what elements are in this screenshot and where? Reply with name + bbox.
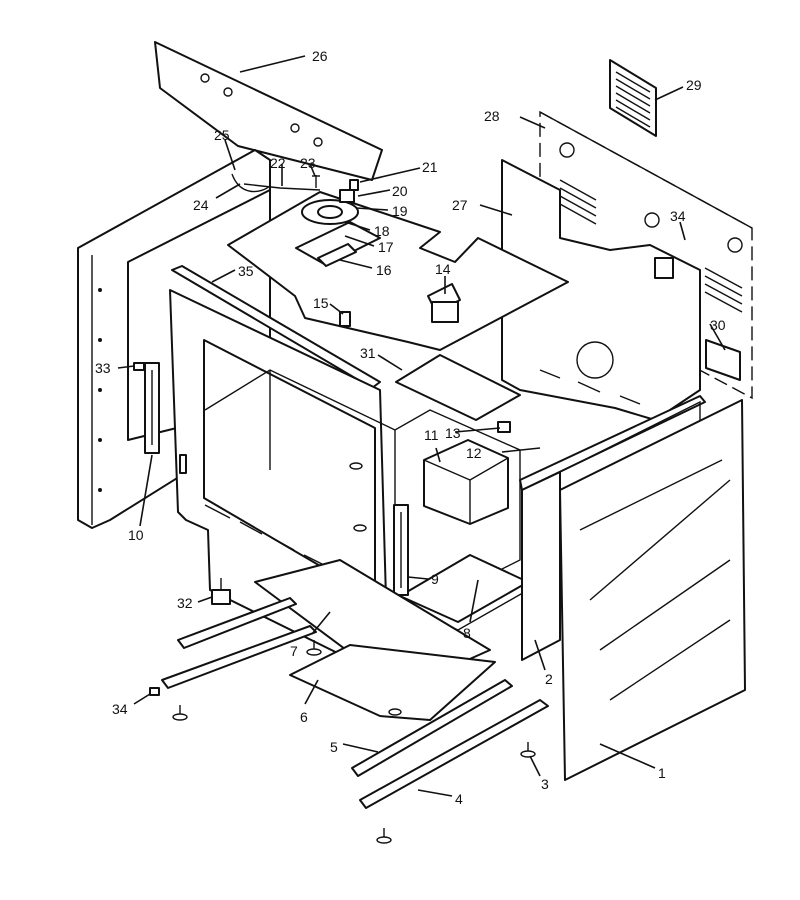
callout-35: 35 <box>238 263 254 279</box>
part-35-front-rail <box>171 265 381 389</box>
callout-1: 1 <box>658 765 666 781</box>
part-22-bracket <box>243 183 321 191</box>
callout-7: 7 <box>290 643 298 659</box>
callout-3: 3 <box>541 776 549 792</box>
callout-14: 14 <box>435 261 451 277</box>
part-6-base-plate <box>289 644 496 721</box>
part-29-vent-grille <box>609 59 657 137</box>
callout-18: 18 <box>374 223 390 239</box>
callout-21: 21 <box>422 159 438 175</box>
callout-25: 25 <box>214 127 230 143</box>
callout-11: 11 <box>424 427 439 443</box>
part-31-cross-member <box>395 354 521 421</box>
part-14-terminal-block <box>427 283 461 323</box>
part-11-element-housing <box>423 439 509 525</box>
callout-16: 16 <box>376 262 392 278</box>
callout-6: 6 <box>300 709 308 725</box>
callout-8: 8 <box>463 625 471 641</box>
callout-labels: 1 2 3 4 5 6 7 8 9 10 11 12 13 14 15 16 1… <box>95 48 726 807</box>
left-front-rail <box>177 597 297 649</box>
part-13-clip <box>497 421 511 433</box>
part-33-screw <box>133 362 145 371</box>
callout-27: 27 <box>452 197 468 213</box>
part-15-clip <box>339 311 351 327</box>
callout-32: 32 <box>177 595 193 611</box>
part-3-leveling-legs <box>172 640 536 844</box>
part-27-rear-inner-panel <box>501 159 701 421</box>
callout-33: 33 <box>95 360 111 376</box>
part-10-hinge <box>144 362 160 454</box>
top-inner-panel <box>227 191 569 351</box>
callout-9: 9 <box>431 571 439 587</box>
part-30-side-bracket <box>705 339 741 381</box>
part-2-right-side-panel <box>519 395 706 661</box>
part-23-screw <box>312 175 320 188</box>
callout-28: 28 <box>484 108 500 124</box>
callout-5: 5 <box>330 739 338 755</box>
callout-22: 22 <box>270 155 286 171</box>
part-1-side-glass-panel <box>559 399 746 781</box>
part-9-hinge <box>393 504 409 596</box>
callout-24: 24 <box>193 197 209 213</box>
callout-4: 4 <box>455 791 463 807</box>
callout-20: 20 <box>392 183 408 199</box>
callout-17: 17 <box>378 239 394 255</box>
callout-12: 12 <box>466 445 482 461</box>
part-4-rail <box>359 699 549 809</box>
callout-10: 10 <box>128 527 144 543</box>
callout-2: 2 <box>545 671 553 687</box>
callout-34-left: 34 <box>112 701 128 717</box>
left-bottom-rail <box>161 625 317 689</box>
callout-34-right: 34 <box>670 208 686 224</box>
callout-29: 29 <box>686 77 702 93</box>
callout-30: 30 <box>710 317 726 333</box>
leader-lines <box>117 55 726 797</box>
part-5-rail <box>351 679 513 777</box>
callout-26: 26 <box>312 48 328 64</box>
part-26-top-trim <box>154 41 383 181</box>
thermostat-cluster <box>295 179 381 267</box>
callout-23: 23 <box>300 155 316 171</box>
part-24-cable <box>231 173 271 193</box>
callout-31: 31 <box>360 345 376 361</box>
part-34-screw <box>149 687 160 696</box>
callout-13: 13 <box>445 425 461 441</box>
callout-19: 19 <box>392 203 408 219</box>
callout-15: 15 <box>313 295 329 311</box>
